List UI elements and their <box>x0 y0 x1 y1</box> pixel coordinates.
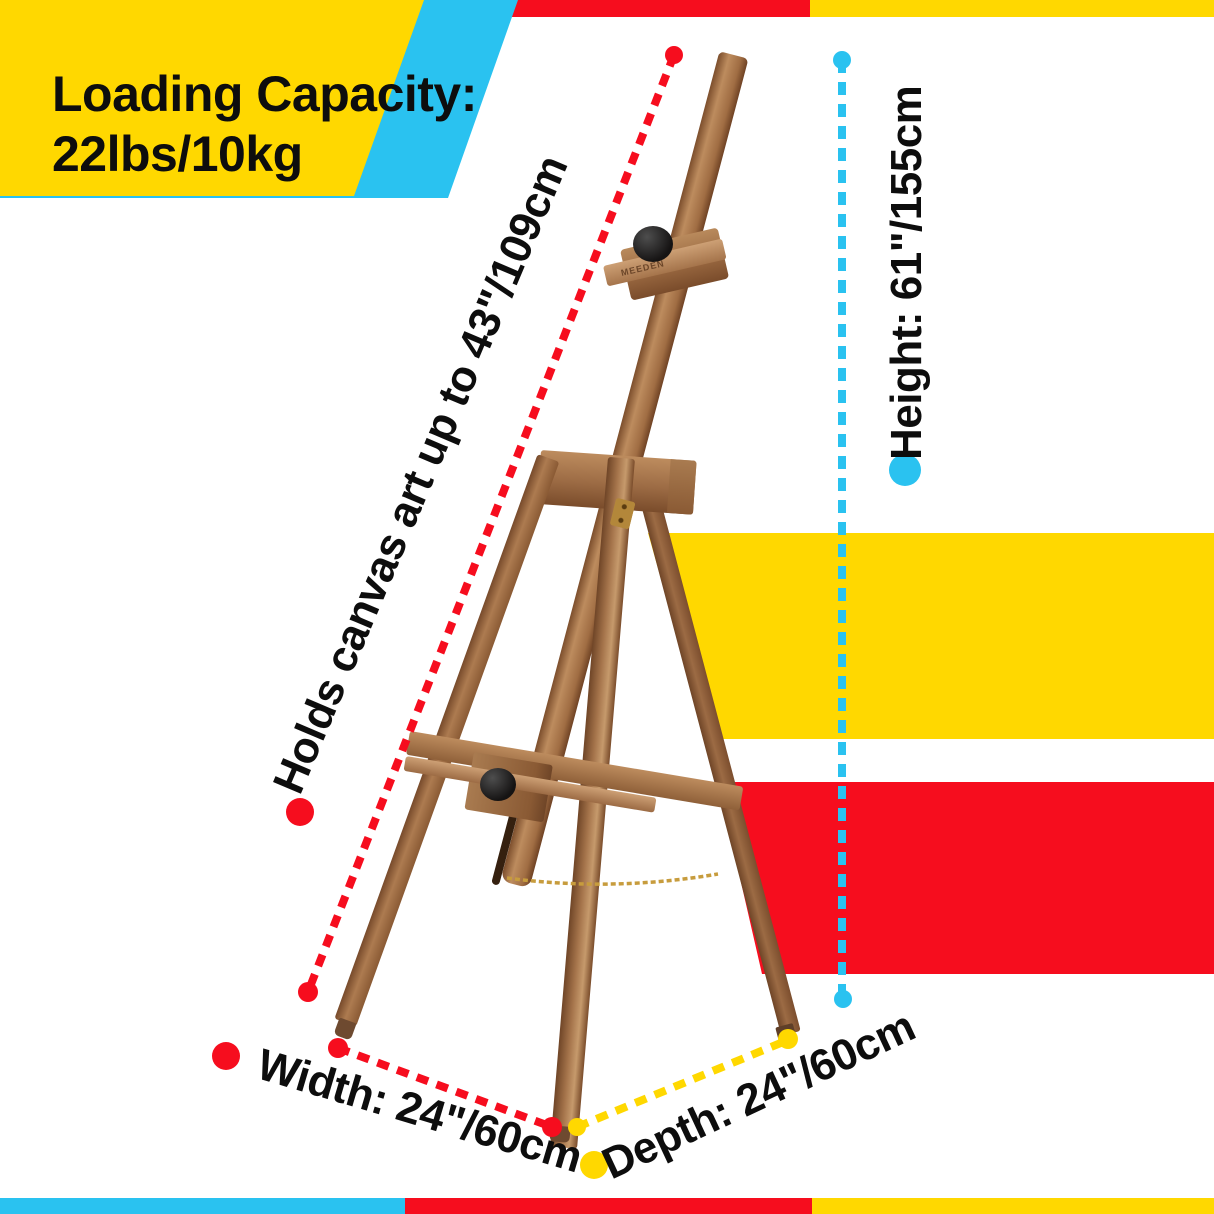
bottom-stripe-red <box>405 1198 812 1214</box>
width-label-bullet <box>212 1042 240 1070</box>
depth-label: Depth: 24"/60cm <box>594 1001 923 1189</box>
canvas-dim-dot-top <box>665 46 683 64</box>
height-dim-dot-top <box>833 51 851 69</box>
width-dim-dot-left <box>328 1038 348 1058</box>
top-stripe-yellow <box>810 0 1214 17</box>
canvas-label-bullet <box>286 798 314 826</box>
loading-capacity-heading: Loading Capacity: 22lbs/10kg <box>52 64 477 184</box>
tray-knob <box>480 768 516 801</box>
bottom-stripe-blue <box>0 1198 405 1214</box>
bottom-stripe-yellow <box>812 1198 1214 1214</box>
easel-crossbar-end <box>666 459 697 515</box>
loading-capacity-line2: 22lbs/10kg <box>52 126 303 182</box>
band-yellow-right <box>648 533 1214 739</box>
height-dim-dot-bottom <box>834 990 852 1008</box>
band-red-right <box>718 782 1214 974</box>
loading-capacity-line1: Loading Capacity: <box>52 66 477 122</box>
canvas-dim-dot-bottom <box>298 982 318 1002</box>
easel-foot-rear <box>775 1022 797 1044</box>
height-label: Height: 61"/155cm <box>882 85 931 460</box>
width-label: Width: 24"/60cm <box>251 1039 588 1183</box>
easel-chain <box>506 872 719 886</box>
clamp-knob <box>633 226 673 262</box>
